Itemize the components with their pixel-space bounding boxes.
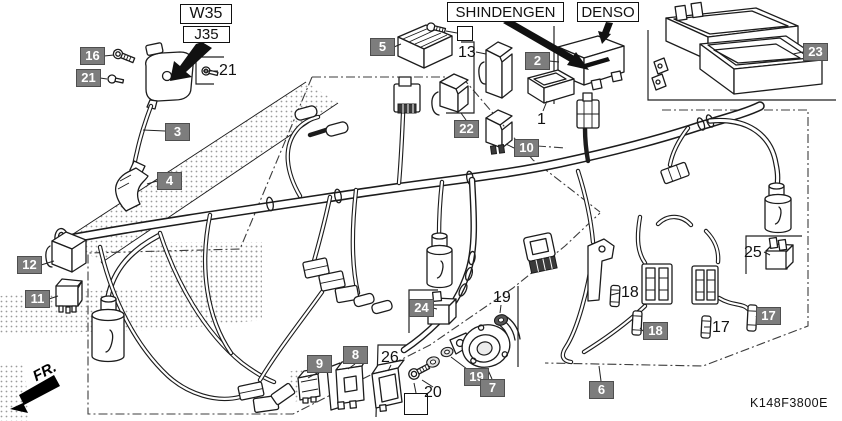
mount-9: [297, 367, 323, 404]
part-number-19: 19: [493, 289, 511, 306]
part-number-17: 17: [712, 319, 730, 336]
part-chip-12: 12: [17, 256, 42, 274]
plug-cap-center: [426, 232, 453, 289]
battery-box-23: [651, 1, 823, 95]
part-chip-8: 8: [343, 346, 368, 364]
connector-holder-26: [371, 359, 405, 412]
coil-bolt-16: [112, 48, 136, 64]
boxed-label-shindengen: SHINDENGEN: [447, 2, 564, 22]
boxed-label-callout-blank-bottom: [404, 393, 428, 415]
relay-22: [431, 73, 469, 116]
relay-connector: [393, 76, 421, 114]
plug-cap-left: [91, 295, 125, 363]
part-chip-11: 11: [25, 290, 50, 308]
rectifier-5: [397, 22, 453, 69]
relay-12: [45, 231, 87, 273]
branch-connector-top: [576, 92, 600, 129]
part-chip-9: 9: [307, 355, 332, 373]
part-chip-5: 5: [370, 38, 395, 56]
fuse-box-a: [641, 263, 673, 305]
plug-cap-4: [114, 160, 149, 212]
part-number-20: 20: [424, 384, 442, 401]
part-chip-6: 6: [589, 381, 614, 399]
coil-screw-21-right: [201, 66, 219, 77]
part-number-25: 25: [744, 244, 762, 261]
callout-arrows: [170, 19, 613, 81]
boxed-label-w35: W35: [180, 4, 232, 24]
sensor-25: [765, 236, 794, 270]
plug-cap-right: [764, 182, 792, 234]
shindengen-arrow: [503, 19, 578, 63]
relay-11: [55, 278, 83, 314]
shindengen-arrowhead: [567, 52, 589, 70]
fr-arrow: [10, 375, 60, 413]
horn-nut-19: [493, 314, 509, 326]
part-chip-18: 18: [643, 322, 668, 340]
denso-arrowhead: [598, 31, 611, 44]
part-chip-22: 22: [454, 120, 479, 138]
part-chip-3: 3: [165, 123, 190, 141]
part-chip-23: 23: [803, 43, 828, 61]
part-chip-17: 17: [756, 307, 781, 325]
horn-bolt-20: [408, 363, 431, 380]
part-number-13: 13: [458, 44, 476, 61]
part-chip-24: 24: [409, 299, 434, 317]
part-chip-7: 7: [480, 379, 505, 397]
part-chip-21: 21: [76, 69, 101, 87]
part-number-1: 1: [537, 111, 546, 128]
bracket-1: [527, 69, 575, 104]
horn-7: [449, 316, 521, 368]
relay-13: [478, 41, 513, 99]
bracket-lines: [195, 26, 836, 418]
part-chip-16: 16: [80, 47, 105, 65]
wire-connectors: [237, 76, 690, 413]
boxed-label-callout-blank-top: [457, 26, 473, 41]
w35-j35-arrow: [170, 42, 212, 81]
horn-washer-19a: [440, 346, 454, 358]
boxed-label-j35: J35: [183, 26, 230, 43]
fuse-box-b: [691, 265, 719, 305]
part-number-26: 26: [381, 349, 399, 366]
diagram-code: K148F3800E: [750, 396, 828, 410]
horn-washer-19b: [426, 356, 440, 368]
part-number-18: 18: [621, 284, 639, 301]
relay-10: [485, 109, 513, 155]
boxed-label-denso: DENSO: [577, 2, 639, 22]
part-chip-2: 2: [525, 52, 550, 70]
part-number-21: 21: [219, 62, 237, 79]
regulator-2: [557, 35, 625, 91]
part-chip-4: 4: [157, 172, 182, 190]
relay-8: [326, 358, 367, 411]
fuse-18b: [631, 310, 643, 336]
multi-pin-connector: [523, 232, 558, 274]
coil-screw-21-left: [107, 74, 125, 84]
fuse-group-6: [587, 238, 758, 339]
part-chip-10: 10: [514, 139, 539, 157]
fuse-18a: [609, 284, 621, 308]
